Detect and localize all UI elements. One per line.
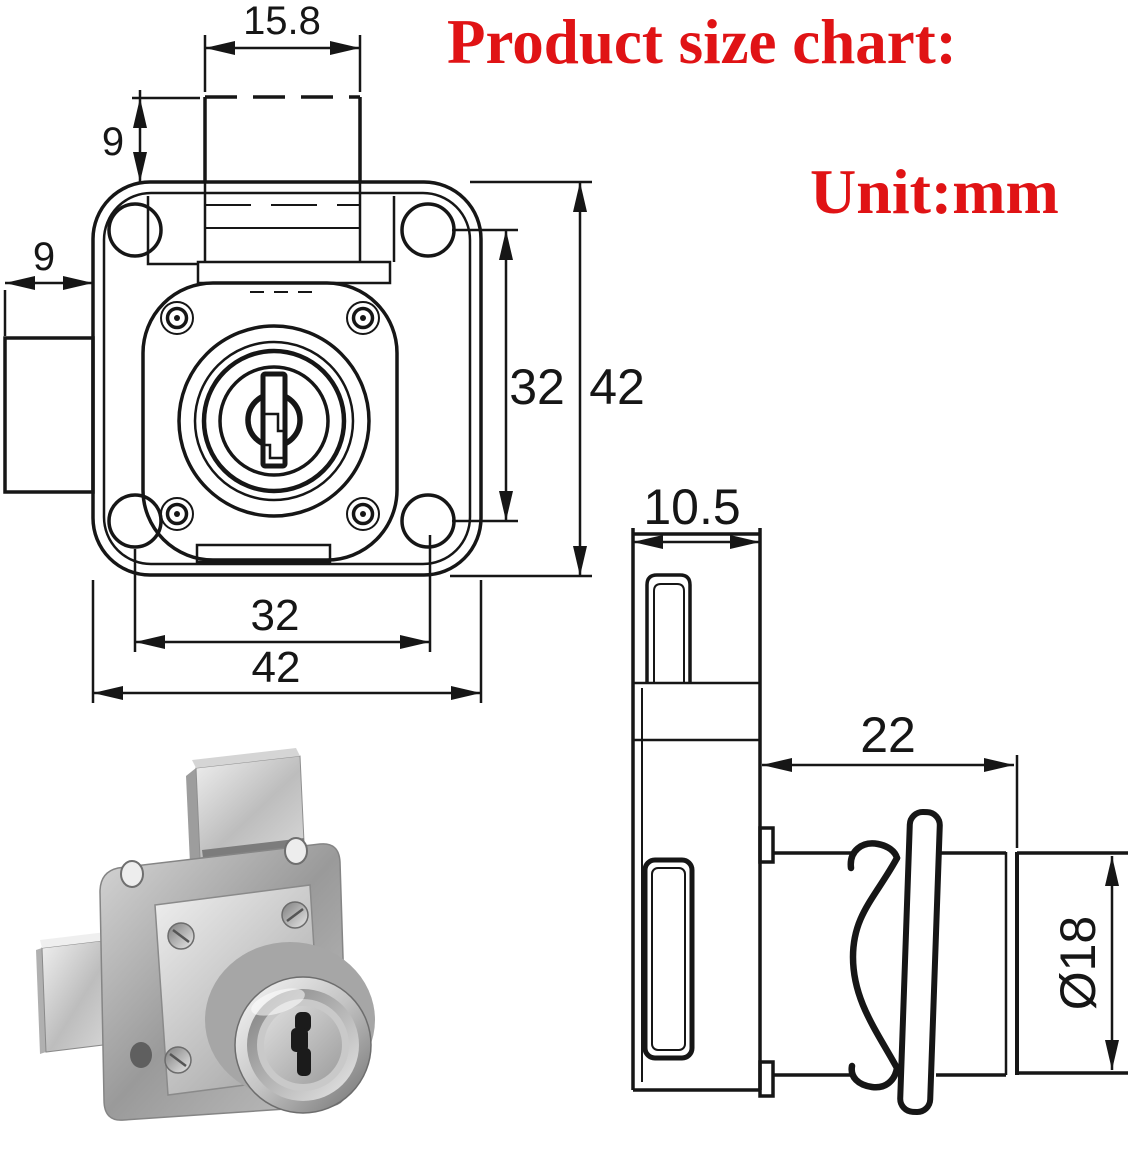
dim-label-9-top: 9 xyxy=(102,120,124,164)
dim-screw-spacing-vertical: 32 xyxy=(452,228,565,523)
dim-screw-spacing-horizontal: 32 xyxy=(133,535,432,652)
rear-tab-bottom xyxy=(758,1060,775,1098)
side-lower-slot xyxy=(642,857,695,1061)
dim-label-42-right: 42 xyxy=(589,359,645,415)
top-latch-bolt xyxy=(203,95,362,262)
dim-body-width: 42 xyxy=(91,580,483,703)
product-photo xyxy=(36,748,375,1121)
photo-side-bolt xyxy=(36,932,112,1054)
dim-label-32-right: 32 xyxy=(509,359,565,415)
photo-plate-screws xyxy=(164,901,309,1074)
dim-cylinder-diameter: Ø18 xyxy=(1050,856,1119,1070)
photo-mounting-holes xyxy=(120,837,308,1068)
cylinder-rings xyxy=(177,324,371,518)
keyhole-icon xyxy=(245,371,303,469)
dim-side-bolt-length: 9 xyxy=(3,235,93,336)
flange-plate xyxy=(897,809,943,1115)
rear-tab-top xyxy=(758,826,775,864)
dim-label-diameter-18: Ø18 xyxy=(1050,916,1106,1011)
dim-top-bolt-width: 15.8 xyxy=(203,0,362,92)
side-latch-bolt xyxy=(3,336,95,494)
dim-label-22: 22 xyxy=(860,707,916,763)
dim-label-10-5: 10.5 xyxy=(643,479,740,535)
dim-cylinder-length: 22 xyxy=(762,707,1019,848)
dim-label-32-bottom: 32 xyxy=(251,591,300,640)
lock-body-inner-outline xyxy=(102,191,472,566)
photo-cylinder xyxy=(205,942,375,1114)
dim-body-height: 42 xyxy=(450,180,645,578)
face-plate-outline xyxy=(141,281,399,562)
page-title: Product size chart: xyxy=(447,7,957,77)
dim-label-42-bottom: 42 xyxy=(252,643,301,692)
dim-body-depth: 10.5 xyxy=(633,479,760,549)
dim-top-bolt-height: 9 xyxy=(102,90,200,182)
face-plate-screws xyxy=(160,301,380,531)
spring-clip xyxy=(847,840,901,1091)
front-view-drawing: 15.8 9 9 32 xyxy=(3,0,645,703)
side-upper-slot xyxy=(645,573,692,683)
dim-label-9-left: 9 xyxy=(33,235,55,279)
side-view-drawing: 10.5 22 Ø18 xyxy=(631,479,1128,1115)
photo-keyhole xyxy=(291,1012,311,1076)
unit-label: Unit:mm xyxy=(810,156,1059,227)
dim-label-15-8: 15.8 xyxy=(243,0,321,43)
